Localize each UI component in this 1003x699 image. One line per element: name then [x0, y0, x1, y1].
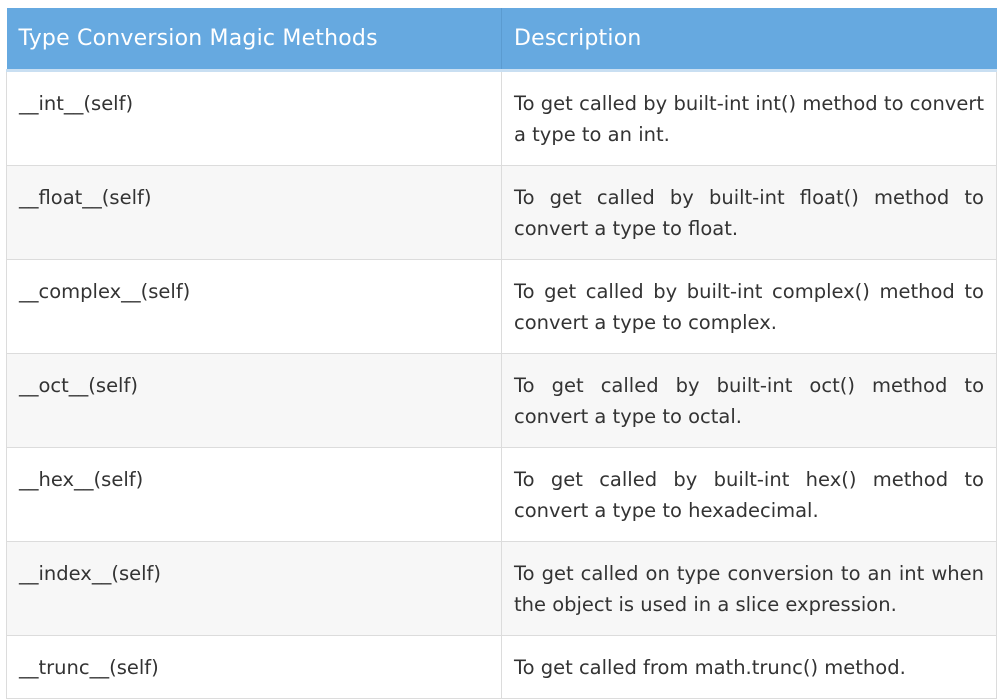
description-cell: To get called by built-int complex() met… — [501, 259, 997, 354]
method-cell: __float__(self) — [6, 165, 502, 260]
table-row: __int__(self) To get called by built-int… — [6, 70, 997, 166]
description-cell: To get called on type conversion to an i… — [501, 541, 997, 636]
table-body: __int__(self) To get called by built-int… — [6, 70, 997, 699]
table-row: __index__(self) To get called on type co… — [6, 541, 997, 636]
method-cell: __oct__(self) — [6, 353, 502, 448]
method-cell: __int__(self) — [6, 70, 502, 166]
header-description: Description — [501, 8, 997, 71]
method-cell: __trunc__(self) — [6, 635, 502, 699]
header-method: Type Conversion Magic Methods — [6, 8, 502, 71]
description-cell: To get called by built-int int() method … — [501, 70, 997, 166]
table-row: __float__(self) To get called by built-i… — [6, 165, 997, 260]
method-cell: __index__(self) — [6, 541, 502, 636]
description-cell: To get called by built-int oct() method … — [501, 353, 997, 448]
magic-methods-table: Type Conversion Magic Methods Descriptio… — [6, 8, 997, 699]
table-header: Type Conversion Magic Methods Descriptio… — [6, 8, 997, 71]
table-row: __oct__(self) To get called by built-int… — [6, 353, 997, 448]
method-cell: __complex__(self) — [6, 259, 502, 354]
header-row: Type Conversion Magic Methods Descriptio… — [6, 8, 997, 71]
table-row: __hex__(self) To get called by built-int… — [6, 447, 997, 542]
description-cell: To get called by built-int hex() method … — [501, 447, 997, 542]
magic-methods-table-container: Type Conversion Magic Methods Descriptio… — [6, 8, 997, 699]
table-row: __trunc__(self) To get called from math.… — [6, 635, 997, 699]
description-cell: To get called from math.trunc() method. — [501, 635, 997, 699]
table-row: __complex__(self) To get called by built… — [6, 259, 997, 354]
description-cell: To get called by built-int float() metho… — [501, 165, 997, 260]
method-cell: __hex__(self) — [6, 447, 502, 542]
